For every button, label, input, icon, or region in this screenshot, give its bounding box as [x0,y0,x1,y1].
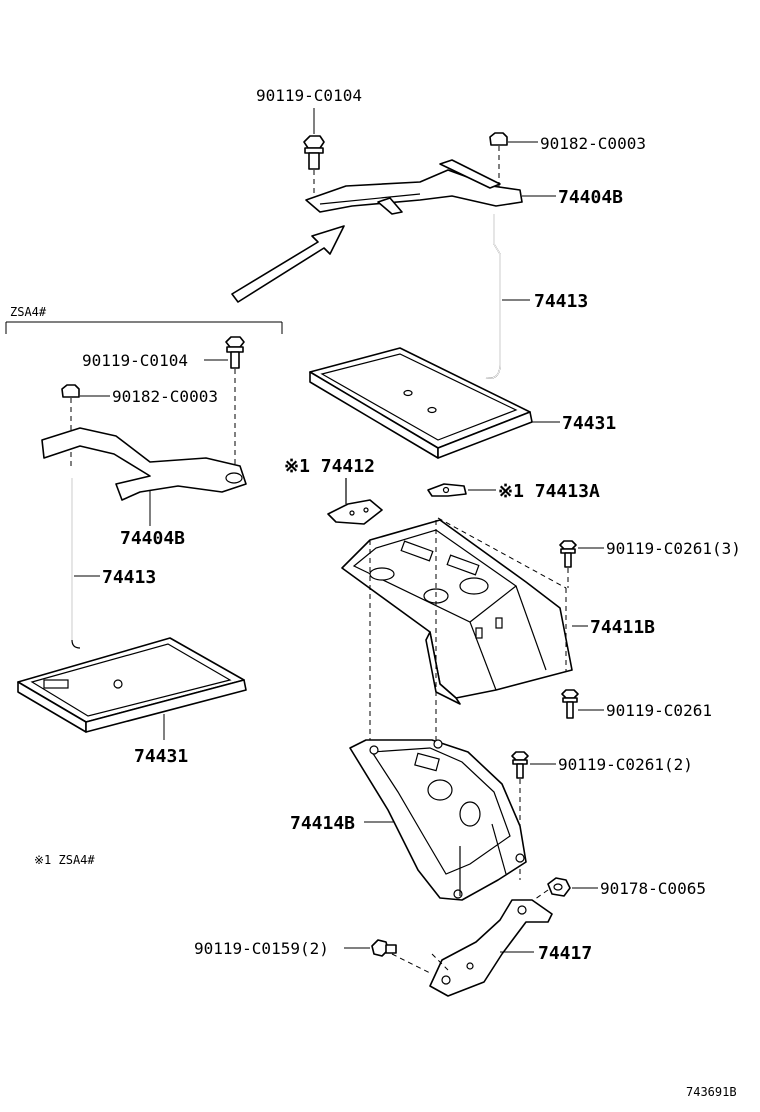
label-74417: 74417 [538,943,592,964]
tray-74431-left [17,637,247,733]
label-74412: ※1 74412 [284,456,375,477]
label-rod-left: 74413 [102,567,156,588]
label-nut-left: 90182-C0003 [112,387,218,406]
label-bolt-0159-2: 90119-C0159(2) [194,939,329,958]
bracket-74417 [429,899,553,997]
label-rod-top: 74413 [534,291,588,312]
label-bolt-0261-2: 90119-C0261(2) [558,755,693,774]
label-bolt-left: 90119-C0104 [82,351,188,370]
label-clamp-top: 74404B [558,187,623,208]
label-74411b: 74411B [590,617,655,638]
label-74414b: 74414B [290,813,355,834]
label-nut-90178: 90178-C0065 [600,879,706,898]
label-zsa4-box: ZSA4# [10,305,47,319]
direction-arrow [231,225,345,303]
label-bolt-0261-3: 90119-C0261(3) [606,539,741,558]
label-74413a: ※1 74413A [498,481,600,502]
bolt-90119-c0261-3 [559,540,577,588]
label-bolt-top: 90119-C0104 [256,86,362,105]
bolt-90119-c0159-2 [371,939,397,957]
bracket-74412 [327,478,383,525]
label-nut-top: 90182-C0003 [540,134,646,153]
label-clamp-left: 74404B [120,528,185,549]
label-bolt-0261: 90119-C0261 [606,701,712,720]
rod-74413-left [71,478,81,649]
bolt-90119-c0104-top [303,135,325,200]
footnote: ※1 ZSA4# [34,853,95,867]
nut-90182-c0003-left [61,384,80,470]
clamp-74404b-top [305,159,523,215]
nut-90178-c0065 [527,877,571,905]
bolt-90119-c0261 [561,689,579,719]
tray-74431-top [309,347,533,459]
clip-74413a [427,483,467,497]
label-tray-left: 74431 [134,746,188,767]
bolt-90119-c0104-left [225,336,245,470]
label-tray-top: 74431 [562,413,616,434]
clamp-74404b-left [41,427,247,501]
support-74414b [349,739,527,901]
rod-74413-top [485,214,501,379]
zsa4-variant-bracket [5,321,283,334]
battery-carrier-74411b [341,519,573,705]
figure-code: 743691B [686,1085,737,1099]
